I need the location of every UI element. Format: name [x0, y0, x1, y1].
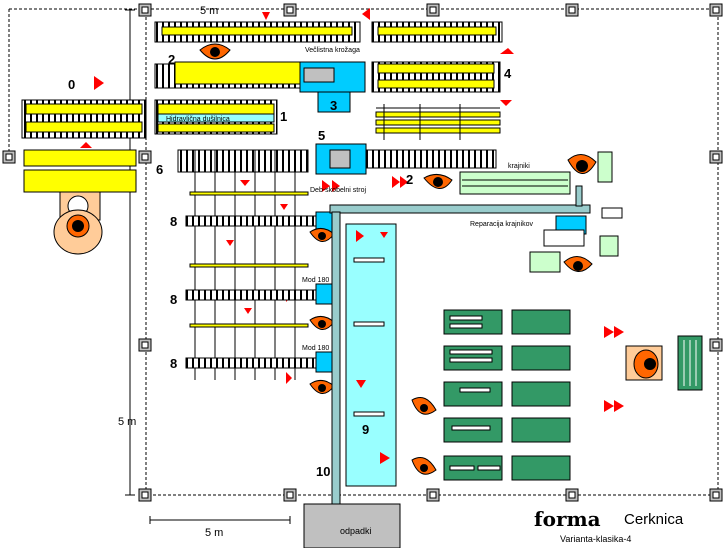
dimension-lines	[125, 9, 291, 524]
arrow-right-icon	[392, 176, 400, 188]
label-hydraulic: Hidravlična dušilnica	[166, 116, 230, 123]
arrow-down-icon	[280, 204, 288, 210]
label-3: 3	[330, 98, 337, 113]
arrow-up-icon	[80, 142, 92, 148]
label-5: 5	[318, 128, 325, 143]
arrow-left-icon	[362, 8, 370, 20]
slab-line	[392, 151, 623, 219]
top-conveyor	[154, 8, 514, 54]
label-4: 4	[504, 66, 512, 81]
dimension-bottom: 5 m	[205, 527, 223, 539]
sort-line-1	[185, 211, 337, 233]
dimension-vertical: 5 m	[118, 416, 136, 428]
label-2-mid: 2	[406, 172, 413, 187]
infeed-deck-0	[21, 76, 147, 193]
forklift-right	[604, 326, 703, 412]
label-1: 1	[280, 109, 287, 124]
arrow-right-icon	[614, 326, 624, 338]
label-waste: odpadki	[340, 526, 372, 536]
arrow-right-icon	[400, 176, 408, 188]
arrow-right-icon	[604, 400, 614, 412]
arrow-right-icon	[614, 400, 624, 412]
label-mod180-a: Mod 180	[302, 277, 329, 284]
label-2-top: 2	[168, 52, 175, 67]
buffer-9	[345, 223, 397, 487]
arrow-right-icon	[356, 230, 364, 242]
arrow-down-icon	[244, 308, 252, 314]
cross-conveyor	[329, 185, 591, 527]
transfer-grid	[189, 150, 309, 384]
label-mod180-b: Mod 180	[302, 345, 329, 352]
label-multi-rip-saw: Večlistna krožaga	[305, 47, 360, 54]
arrow-right-icon	[380, 452, 390, 464]
waste-bin	[303, 503, 401, 548]
arrow-right-icon	[332, 180, 340, 192]
labels: 0 1 2 2 3 4 5 6 8 8 8 9 10 Večlistna kro…	[68, 5, 684, 544]
arrow-down-icon	[380, 232, 388, 238]
arrow-down-icon	[226, 240, 234, 246]
arrow-down-icon	[356, 380, 366, 388]
company-logo: forma	[534, 507, 601, 531]
sort-line-2	[185, 283, 337, 305]
label-10: 10	[316, 464, 330, 479]
label-6: 6	[156, 162, 163, 177]
slab-repair	[529, 215, 619, 273]
label-8-c: 8	[170, 356, 177, 371]
arrow-up-icon	[500, 48, 514, 54]
label-8-a: 8	[170, 214, 177, 229]
operators-piles	[411, 397, 437, 475]
label-slab-repair: Reparacija krajnikov	[470, 221, 534, 228]
board-stack-right	[375, 104, 501, 140]
label-slabs: krajniki	[508, 163, 530, 170]
variant-name: Varianta-klasika-4	[560, 534, 631, 544]
lumber-piles	[443, 309, 571, 481]
operator-cabin-left	[53, 191, 103, 255]
dimension-top: 5 m	[200, 5, 218, 17]
label-8-b: 8	[170, 292, 177, 307]
city-name: Cerknica	[624, 511, 684, 528]
label-planer: Deb-skobelni stroj	[310, 187, 366, 194]
arrow-right-icon	[322, 180, 330, 192]
arrow-right-icon	[604, 326, 614, 338]
arrow-down-icon	[500, 100, 512, 106]
label-0: 0	[68, 77, 75, 92]
arrow-right-icon	[94, 76, 104, 90]
arrow-right-icon	[286, 372, 292, 384]
arrow-down-icon	[240, 180, 250, 186]
headrig-line	[154, 61, 512, 113]
label-9: 9	[362, 422, 369, 437]
sort-line-3	[185, 351, 337, 373]
building-columns	[2, 3, 723, 502]
hydraulic-deck-1	[154, 99, 278, 135]
operator-top	[199, 43, 231, 60]
arrow-down-icon	[262, 12, 270, 20]
